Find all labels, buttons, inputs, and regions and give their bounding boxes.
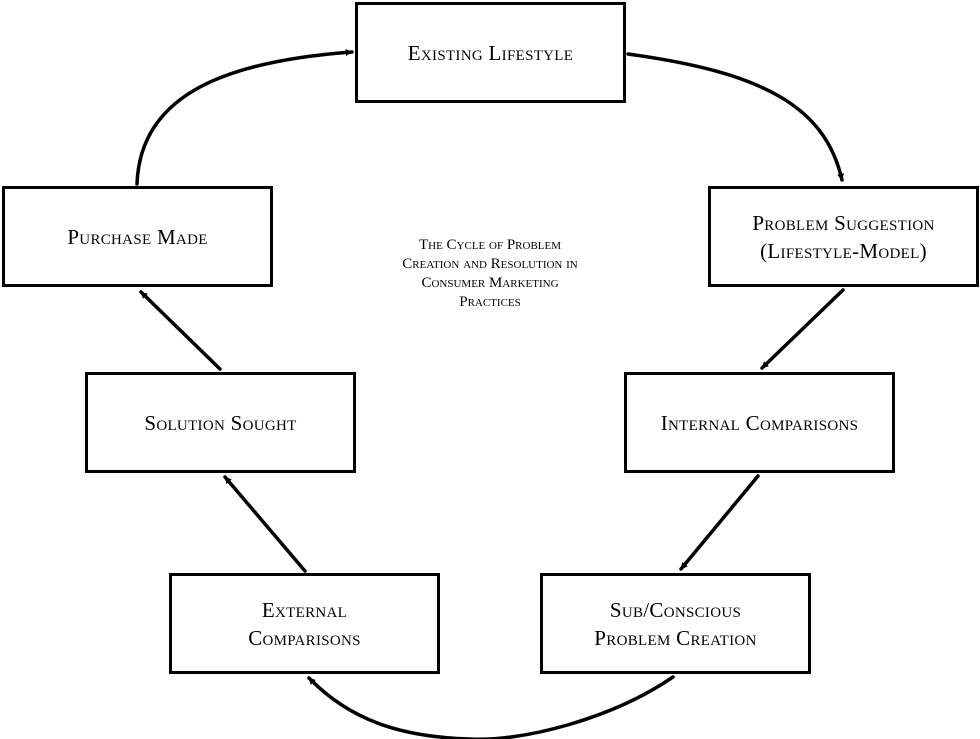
edge-existing-to-problem: [626, 52, 845, 182]
node-problem-suggestion-label-1: Problem Suggestion: [752, 210, 935, 235]
diagram-title: The Cycle of Problem Creation and Resolu…: [350, 236, 630, 312]
node-purchase-made: Purchase Made: [2, 186, 273, 287]
node-external-comparisons-label-2: Comparisons: [248, 625, 361, 650]
node-subconscious-label-1: Sub/Conscious: [609, 597, 742, 622]
edge-problem-to-internal: [760, 288, 845, 370]
node-purchase-made-label: Purchase Made: [67, 224, 208, 249]
diagram-title-line-3: Consumer Marketing: [421, 275, 559, 291]
node-problem-suggestion-label-2: (Lifestyle-Model): [760, 238, 927, 263]
diagram-title-line-4: Practices: [459, 294, 521, 310]
edge-solution-to-purchase: [139, 290, 222, 371]
diagram-title-line-1: The Cycle of Problem: [418, 237, 562, 253]
edge-internal-to-subconscious: [679, 474, 760, 571]
node-subconscious-problem-creation: Sub/Conscious Problem Creation: [540, 573, 811, 674]
node-problem-suggestion: Problem Suggestion (Lifestyle-Model): [708, 186, 979, 287]
node-internal-comparisons: Internal Comparisons: [624, 372, 895, 473]
node-external-comparisons: External Comparisons: [169, 573, 440, 674]
node-external-comparisons-label-1: External: [261, 597, 348, 622]
node-solution-sought: Solution Sought: [85, 372, 356, 473]
node-solution-sought-label: Solution Sought: [144, 410, 297, 435]
diagram-title-line-2: Creation and Resolution in: [402, 256, 578, 272]
node-existing-lifestyle-label: Existing Lifestyle: [407, 40, 574, 65]
node-internal-comparisons-label: Internal Comparisons: [660, 410, 859, 435]
node-existing-lifestyle: Existing Lifestyle: [355, 2, 626, 103]
node-subconscious-label-2: Problem Creation: [594, 625, 757, 650]
edge-subconscious-to-external: [307, 675, 675, 739]
edge-external-to-solution: [223, 475, 307, 573]
edge-purchase-to-existing: [135, 48, 354, 186]
